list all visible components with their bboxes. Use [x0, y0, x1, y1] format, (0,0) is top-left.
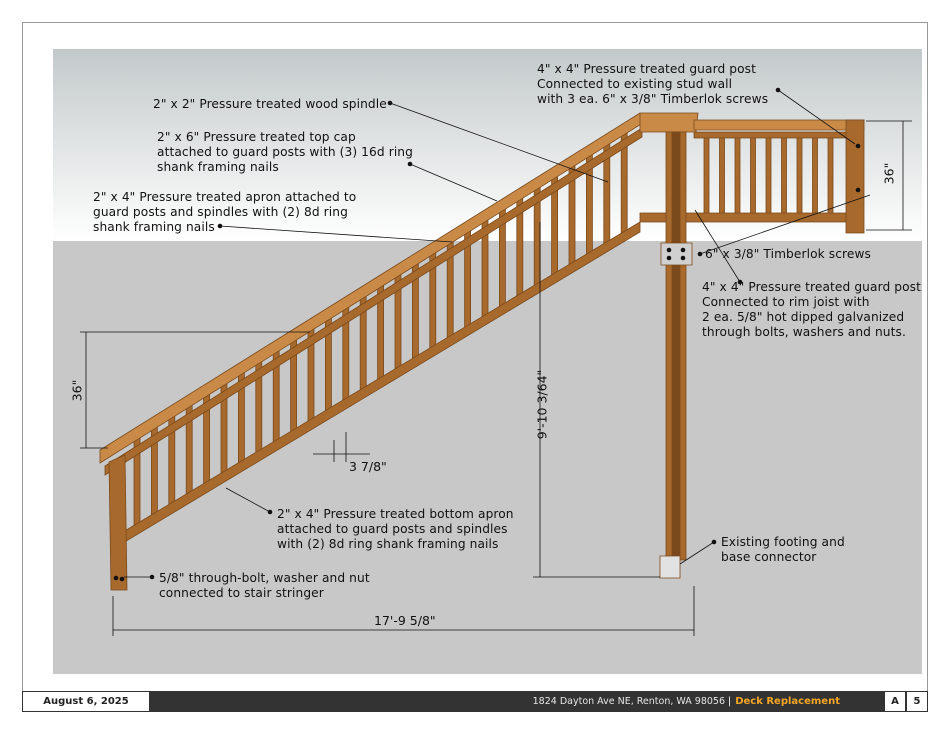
leader-footing — [679, 541, 715, 565]
railing-drawing — [53, 49, 922, 674]
title-block-info: 1824 Dayton Ave NE, Renton, WA 98056 | D… — [150, 691, 928, 712]
leader-bottom-apron — [225, 487, 271, 513]
dimension-guard-height-left: 36" — [69, 379, 85, 402]
note-guard-post-rim: 4" x 4" Pressure treated guard post Conn… — [702, 280, 921, 339]
note-timberlok: 6" x 3/8" Timberlok screws — [705, 247, 871, 261]
landing-apron — [693, 131, 861, 139]
note-spindle: 2" x 2" Pressure treated wood spindle — [153, 97, 387, 111]
rim-bolt — [680, 247, 686, 253]
leader-dot — [217, 223, 223, 229]
sheet-date: August 6, 2025 — [22, 691, 150, 712]
bottom-guard-post — [108, 454, 128, 591]
wall-post-screw — [855, 143, 861, 149]
rim-bolt — [666, 255, 672, 261]
note-guard-post-wall: 4" x 4" Pressure treated guard post Conn… — [537, 62, 769, 106]
landing-spindle — [812, 133, 818, 215]
landing-corner-cap — [639, 112, 699, 133]
leader-guard-post-wall — [777, 89, 856, 145]
leader-top-cap — [409, 163, 498, 202]
bottom-post-bolt — [119, 576, 125, 582]
landing-spindle — [765, 133, 772, 215]
rail-group — [99, 112, 865, 591]
rim-bolt — [680, 255, 686, 261]
landing-spindle — [796, 133, 803, 215]
railing-svg — [53, 49, 922, 674]
leader-timberlok — [699, 194, 871, 255]
leader-apron — [219, 225, 453, 243]
note-footing: Existing footing and base connector — [721, 535, 845, 564]
project-name: Deck Replacement — [735, 696, 840, 707]
landing-spindle — [750, 133, 756, 215]
leader-spindle — [389, 102, 609, 183]
note-bottom-apron: 2" x 4" Pressure treated bottom apron at… — [277, 507, 514, 551]
leader-group — [80, 87, 912, 636]
landing-spindle — [703, 133, 710, 215]
leader-dot — [737, 279, 743, 285]
bottom-post-bolt — [113, 575, 119, 581]
dimension-spindle-spacing: 3 7/8" — [349, 459, 387, 474]
landing-spindle — [734, 133, 741, 215]
note-top-cap: 2" x 6" Pressure treated top cap attache… — [157, 130, 413, 174]
project-address: 1824 Dayton Ave NE, Renton, WA 98056 — [532, 696, 726, 707]
note-apron: 2" x 4" Pressure treated apron attached … — [93, 190, 357, 234]
landing-spindle — [827, 133, 834, 215]
leader-dot — [407, 161, 413, 167]
leader-dot — [711, 539, 717, 545]
rim-bolt-plate — [660, 242, 693, 266]
dimension-run-length: 17'-9 5/8" — [374, 613, 436, 628]
leader-guard-post-rim — [694, 209, 741, 283]
stair-apron — [104, 127, 643, 476]
landing-spindle — [719, 133, 725, 215]
leader-dot — [267, 509, 273, 515]
wall-guard-post — [845, 119, 865, 234]
main-post-shade — [671, 131, 681, 561]
footing-connector — [659, 555, 681, 579]
leader-dot — [775, 87, 781, 93]
dimension-post-height: 9'-10 3/64" — [534, 369, 550, 440]
sheet-number: 5 — [906, 691, 928, 712]
note-through-bolt: 5/8" through-bolt, washer and nut connec… — [159, 571, 370, 600]
wall-post-screw — [855, 187, 861, 193]
title-separator: | — [728, 696, 732, 707]
rim-bolt — [666, 247, 672, 253]
landing-top-cap — [693, 119, 865, 131]
landing-spindle — [781, 133, 787, 215]
sheet-letter: A — [884, 691, 906, 712]
leader-dot — [697, 251, 703, 257]
leader-dot — [387, 100, 393, 106]
leader-dot — [149, 574, 155, 580]
dimension-guard-height-right: 36" — [881, 162, 897, 185]
title-block: August 6, 2025 1824 Dayton Ave NE, Rento… — [22, 691, 928, 712]
